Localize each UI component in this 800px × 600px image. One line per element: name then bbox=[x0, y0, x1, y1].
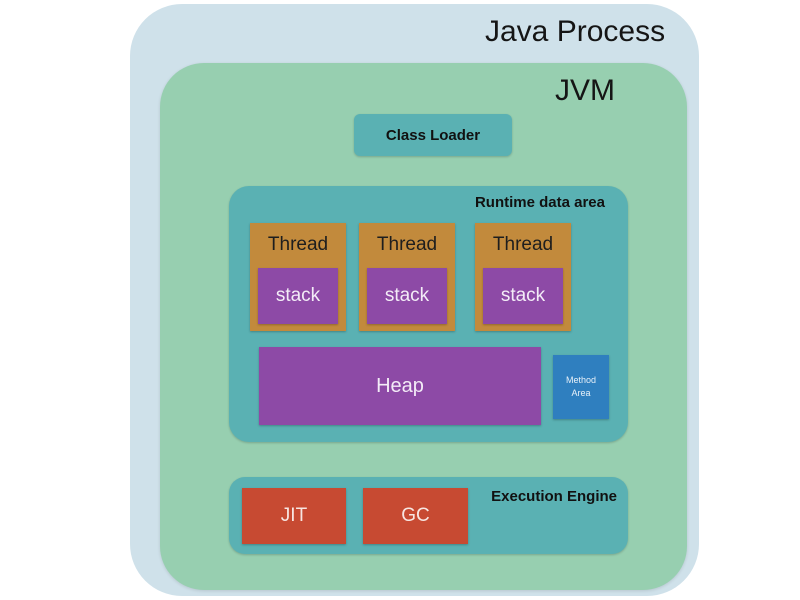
thread-box: Thread stack bbox=[250, 223, 346, 331]
java-process-label: Java Process bbox=[485, 15, 666, 48]
jit-box: JIT bbox=[242, 488, 346, 544]
jvm-label: JVM bbox=[555, 74, 615, 107]
thread-box: Thread stack bbox=[475, 223, 571, 331]
stack-box: stack bbox=[483, 268, 563, 324]
execution-engine-label: Execution Engine bbox=[491, 488, 617, 505]
thread-box: Thread stack bbox=[359, 223, 455, 331]
thread-label: Thread bbox=[492, 234, 554, 255]
runtime-data-area-label: Runtime data area bbox=[474, 194, 605, 211]
stack-box: stack bbox=[258, 268, 338, 324]
method-area-box: Method Area bbox=[553, 355, 609, 419]
thread-label: Thread bbox=[376, 234, 438, 255]
class-loader-box: Class Loader bbox=[354, 114, 512, 156]
thread-label: Thread bbox=[267, 234, 329, 255]
gc-box: GC bbox=[363, 488, 468, 544]
stack-box: stack bbox=[367, 268, 447, 324]
heap-box: Heap bbox=[259, 347, 541, 425]
